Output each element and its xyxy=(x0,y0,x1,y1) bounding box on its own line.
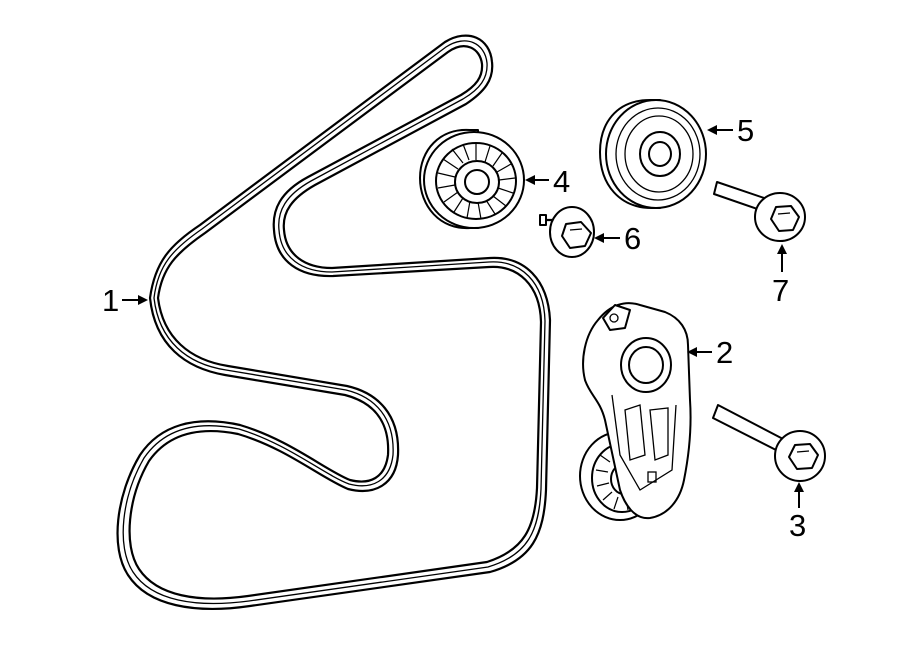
pulley-bolt-7[interactable] xyxy=(713,181,806,242)
callout-5: 5 xyxy=(707,113,754,148)
tensioner-bolt-3[interactable] xyxy=(712,404,826,482)
callout-2: 2 xyxy=(687,335,733,370)
idler-pulley-4[interactable] xyxy=(419,128,525,230)
callout-label-1: 1 xyxy=(102,283,119,318)
callout-4: 4 xyxy=(525,164,570,199)
callout-label-2: 2 xyxy=(716,335,733,370)
belt-tensioner-2[interactable] xyxy=(579,302,692,521)
pulley-bolt-6[interactable] xyxy=(539,206,595,258)
callout-6: 6 xyxy=(594,221,641,256)
callout-1: 1 xyxy=(102,283,148,318)
callout-7: 7 xyxy=(772,244,789,308)
callout-label-3: 3 xyxy=(789,508,806,543)
callout-label-6: 6 xyxy=(624,221,641,256)
serpentine-belt[interactable] xyxy=(116,34,552,610)
callout-label-7: 7 xyxy=(772,273,789,308)
idler-pulley-5[interactable] xyxy=(599,99,707,209)
callout-label-4: 4 xyxy=(553,164,570,199)
callout-label-5: 5 xyxy=(737,113,754,148)
callout-3: 3 xyxy=(789,482,806,543)
